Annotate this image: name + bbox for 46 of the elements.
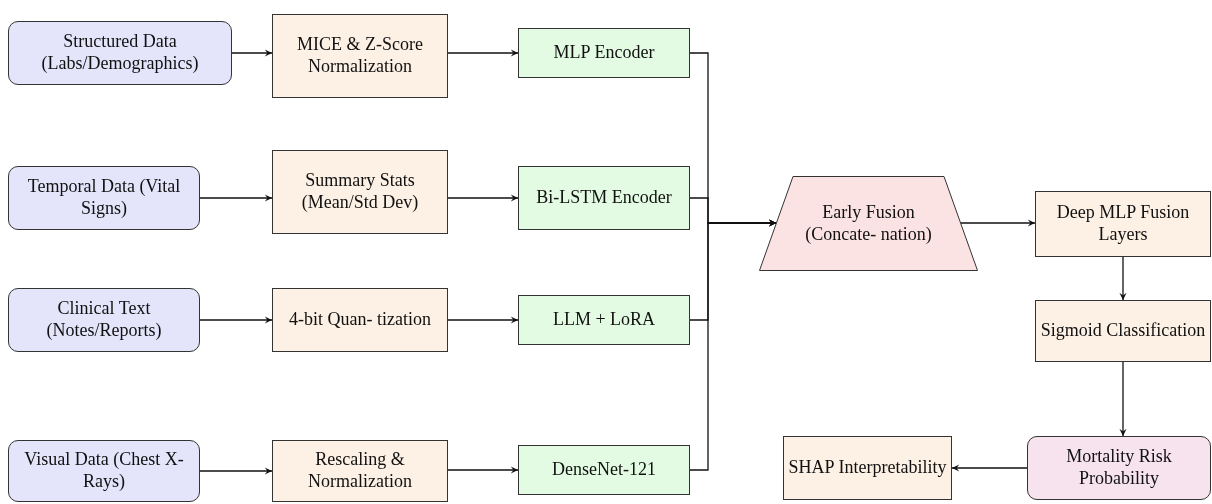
node-text: Temporal Data (Vital Signs) [26,176,182,220]
node-text: SHAP Interpretability [787,457,948,479]
node-text: Structured Data (Labs/Demographics) [40,31,200,75]
arrow [447,49,519,57]
encoder-box [518,295,690,345]
output-box [1027,436,1211,500]
arrow [231,49,273,57]
arrow [1119,361,1127,437]
node-text: MICE & Z-Score Normalization [296,34,424,78]
arrow [1119,256,1127,301]
arrow [689,219,777,471]
process-box [272,150,448,234]
node-text: Mortality Risk Probability [1065,446,1173,490]
node-text: LLM + LoRA [551,309,657,331]
process-box [1035,191,1211,257]
node-text: Bi-LSTM Encoder [535,187,673,209]
input-box [8,440,200,502]
process-box [272,440,448,502]
arrow [199,467,273,475]
arrow [447,316,519,324]
input-box [8,21,232,85]
input-box [8,166,200,230]
node-text: Early Fusion (Concate- nation) [804,201,933,246]
arrow [199,316,273,324]
process-box [783,436,952,500]
arrow [960,219,1036,227]
arrow [447,194,519,202]
encoder-box [518,28,690,78]
input-box [8,288,200,352]
node-text: Visual Data (Chest X-Rays) [23,449,185,493]
node-text: Summary Stats (Mean/Std Dev) [300,170,420,214]
process-box [1035,300,1211,362]
encoder-box [518,445,690,495]
process-box [272,288,448,352]
node-text: Sigmoid Classification [1039,320,1207,342]
arrow [199,194,273,202]
node-text: Clinical Text (Notes/Reports) [45,298,163,342]
node-text: Rescaling & Normalization [307,449,413,493]
node-text: Deep MLP Fusion Layers [1055,202,1191,246]
arrow [447,466,519,474]
arrow [951,464,1028,472]
process-box [272,14,448,98]
node-text: MLP Encoder [552,42,656,64]
node-text: 4-bit Quan- tization [288,309,432,331]
node-text: DenseNet-121 [551,459,657,481]
encoder-box [518,166,690,230]
